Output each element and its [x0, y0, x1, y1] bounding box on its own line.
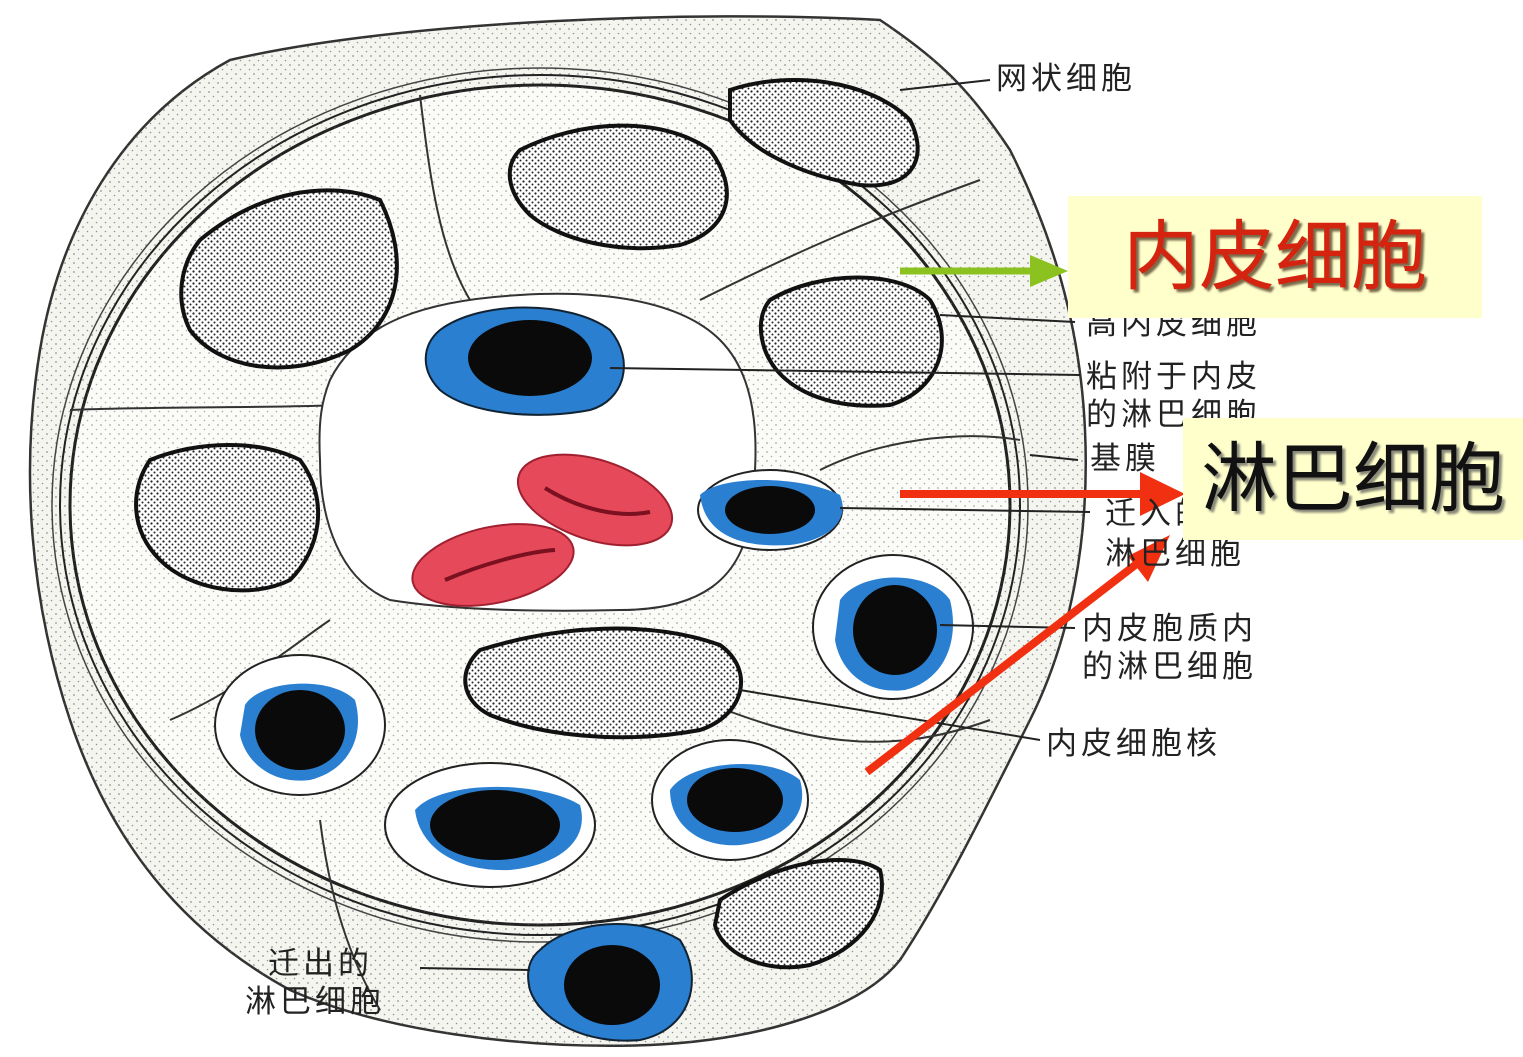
- callout-endothelial-cell-text: 内皮细胞: [1123, 219, 1427, 295]
- label-adhered-lymphocyte-line1: 粘附于内皮: [1086, 358, 1261, 396]
- label-emigrated-lymphocyte-line1: 迁出的: [268, 945, 373, 983]
- lymphocyte: [698, 470, 843, 550]
- label-endothelial-nucleus: 内皮细胞核: [1046, 725, 1221, 763]
- lymphocyte: [385, 763, 595, 887]
- endothelial-nucleus: [465, 629, 741, 738]
- callout-lymphocyte-text: 淋巴细胞: [1201, 441, 1505, 517]
- label-intracytoplasmic-lymphocyte-line1: 内皮胞质内: [1082, 610, 1257, 648]
- lymphocyte: [652, 740, 808, 860]
- callout-endothelial-cell: 内皮细胞: [1068, 196, 1482, 318]
- label-emigrated-lymphocyte-line2: 淋巴细胞: [245, 983, 385, 1021]
- label-migrating-lymphocyte-line2: 淋巴细胞: [1105, 535, 1245, 573]
- label-intracytoplasmic-lymphocyte-line2: 的淋巴细胞: [1082, 648, 1257, 686]
- lymphocyte: [426, 308, 624, 415]
- label-basement-membrane: 基膜: [1090, 440, 1160, 478]
- label-reticular-cell: 网状细胞: [996, 60, 1136, 98]
- lymphocyte: [813, 555, 973, 699]
- lymphocyte: [215, 655, 385, 795]
- callout-lymphocyte: 淋巴细胞: [1183, 418, 1523, 540]
